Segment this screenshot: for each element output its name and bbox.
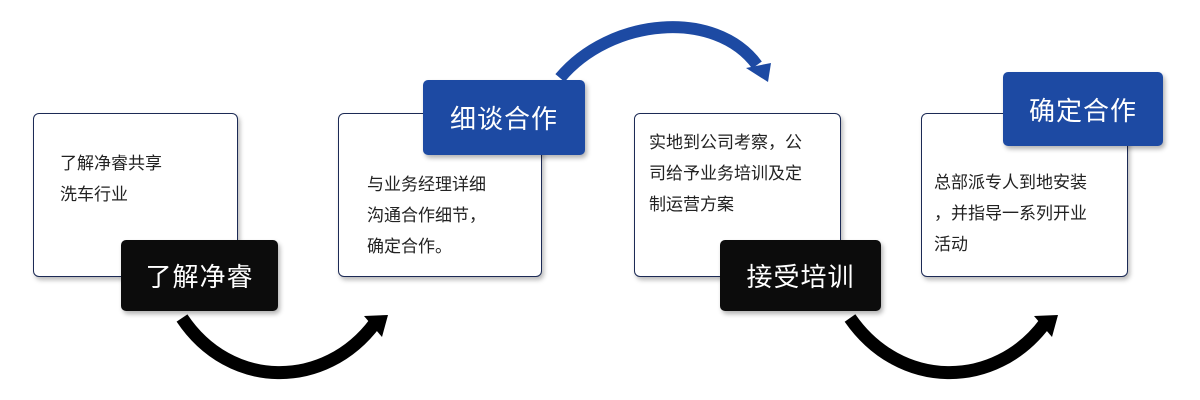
flow-arrowhead-step1-to-step2 [364,315,388,337]
step-3-label: 接受培训 [720,240,881,311]
step-4-label: 确定合作 [1003,72,1163,146]
step-4-description: 总部派专人到地安装 ，并指导一系列开业 活动 [934,173,1087,255]
flow-arrow-step3-to-step4 [844,314,1051,380]
step-3-description: 实地到公司考察，公 司给予业务培训及定 制运营方案 [649,133,802,215]
step-1-description: 了解净睿共享 洗车行业 [60,154,162,205]
step-2-description: 与业务经理详细 沟通合作细节， 确定合作。 [367,175,486,257]
flow-arrowhead-step3-to-step4 [1034,315,1058,337]
step-1-label: 了解净睿 [121,240,278,311]
step-2-label: 细谈合作 [423,80,585,155]
flow-arrow-step2-to-step3 [555,21,762,82]
flow-arrow-step1-to-step2 [176,314,381,380]
flow-arrowhead-step2-to-step3 [746,63,771,82]
